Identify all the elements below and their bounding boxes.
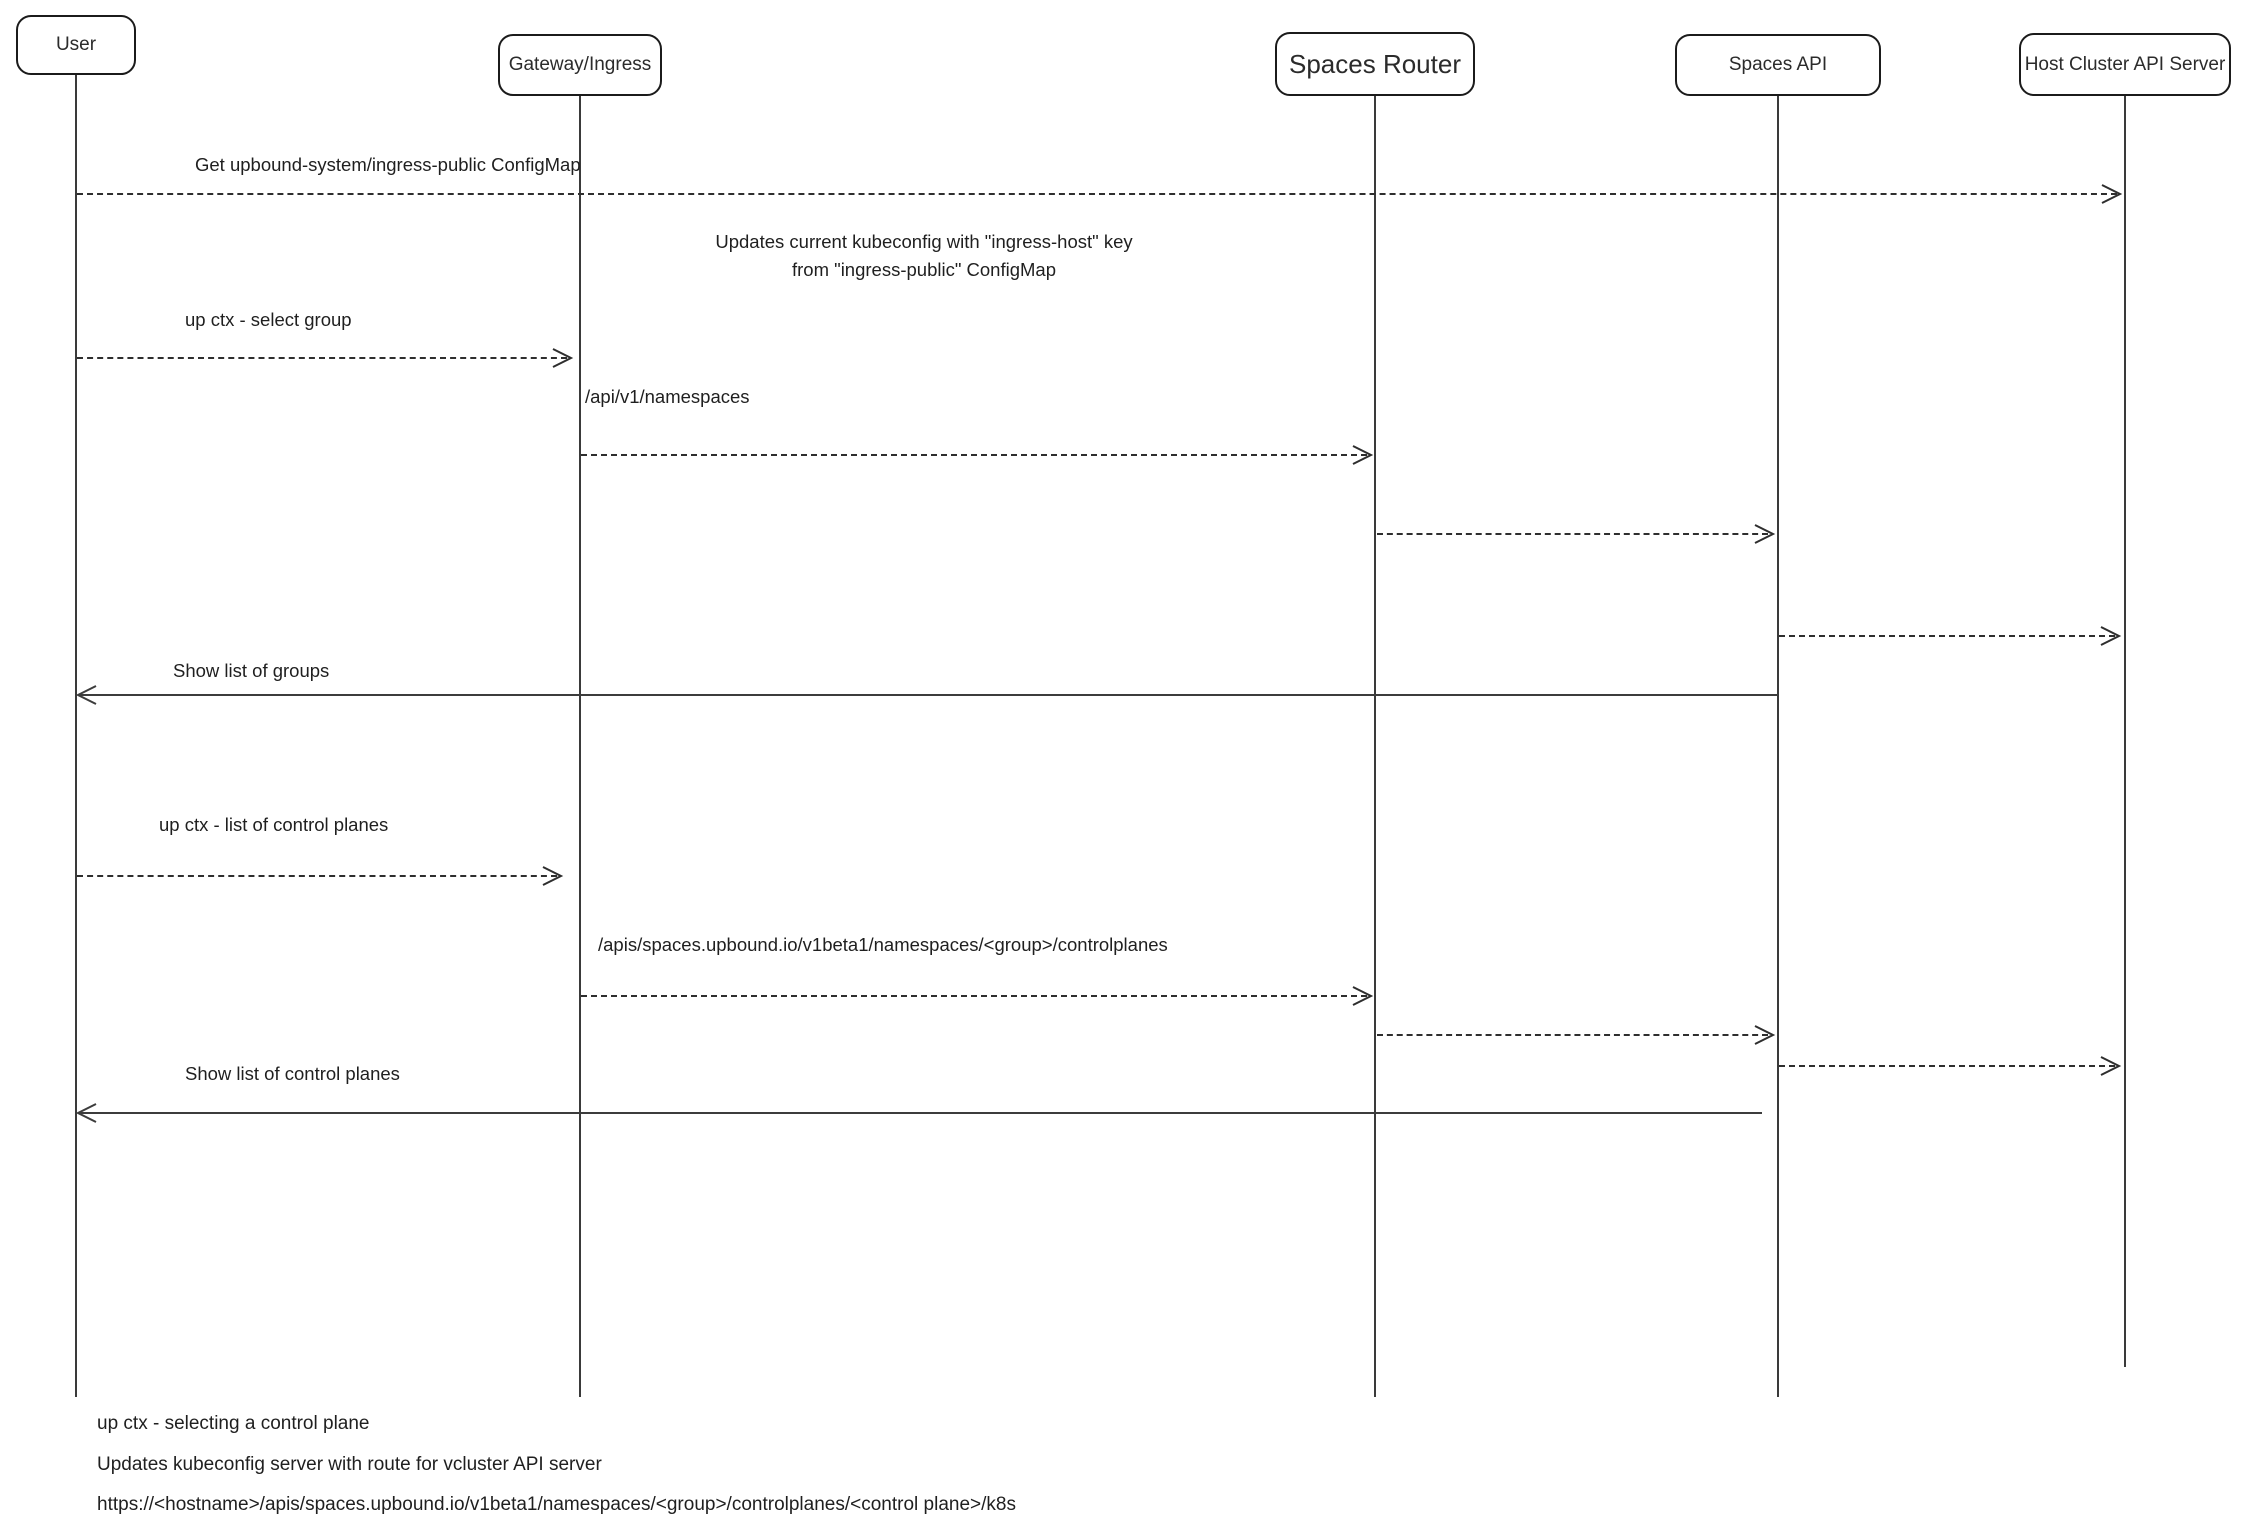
arrowhead-left-icon: [75, 685, 97, 705]
arrowhead-right-icon: [2100, 1056, 2122, 1076]
message-arrow-get-configmap: [77, 193, 2117, 195]
message-label-show-control-planes: Show list of control planes: [185, 1063, 400, 1084]
kubeconfig-update-note-line1: Updates current kubeconfig with "ingress…: [715, 231, 1133, 252]
message-label-get-configmap: Get upbound-system/ingress-public Config…: [195, 154, 581, 175]
lifeline-user: [75, 75, 77, 1397]
arrowhead-right-icon: [552, 348, 574, 368]
kubeconfig-update-note-line2: from "ingress-public" ConfigMap: [791, 259, 1056, 280]
message-label-list-control-planes: up ctx - list of control planes: [159, 814, 389, 835]
message-label-apis-controlplanes: /apis/spaces.upbound.io/v1beta1/namespac…: [598, 934, 1168, 955]
arrowhead-right-icon: [2100, 626, 2122, 646]
message-arrow-router-to-api-2: [1377, 1034, 1768, 1036]
lifeline-spaces-api: [1777, 96, 1779, 1397]
arrowhead-right-icon: [1754, 524, 1776, 544]
actor-spaces-api: Spaces API: [1675, 34, 1881, 96]
message-arrow-show-control-planes: [78, 1112, 1762, 1114]
actor-spaces-router: Spaces Router: [1275, 32, 1475, 96]
lifeline-gateway-ingress: [579, 96, 581, 1397]
arrowhead-right-icon: [2101, 184, 2123, 204]
actor-host-cluster-api-server-label: Host Cluster API Server: [2024, 53, 2226, 75]
actor-spaces-api-label: Spaces API: [1728, 54, 1828, 75]
actor-gateway-ingress-label: Gateway/Ingress: [508, 54, 652, 75]
message-arrow-show-groups: [78, 694, 1778, 696]
message-arrow-apis-controlplanes: [581, 995, 1367, 997]
arrowhead-right-icon: [1352, 986, 1374, 1006]
actor-user: User: [16, 15, 136, 75]
arrowhead-right-icon: [1754, 1025, 1776, 1045]
actor-spaces-router-label: Spaces Router: [1289, 48, 1461, 79]
arrowhead-right-icon: [542, 866, 564, 886]
footnote-controlplane-url: https://<hostname>/apis/spaces.upbound.i…: [97, 1494, 1016, 1515]
message-arrow-api-to-host: [1779, 635, 2115, 637]
footnote-selecting-control-plane: up ctx - selecting a control plane: [97, 1413, 370, 1434]
lifeline-host-cluster-api-server: [2124, 96, 2126, 1367]
actor-host-cluster-api-server: Host Cluster API Server: [2019, 33, 2231, 96]
message-arrow-select-group: [77, 357, 567, 359]
message-label-api-v1-namespaces: /api/v1/namespaces: [585, 386, 750, 407]
footnote-updates-kubeconfig: Updates kubeconfig server with route for…: [97, 1454, 602, 1475]
message-arrow-list-control-planes: [77, 875, 557, 877]
arrowhead-right-icon: [1352, 445, 1374, 465]
message-label-show-groups: Show list of groups: [173, 660, 330, 681]
message-arrow-api-to-host-2: [1779, 1065, 2115, 1067]
message-arrow-api-v1-namespaces: [581, 454, 1367, 456]
actor-user-label: User: [55, 34, 97, 55]
actor-gateway-ingress: Gateway/Ingress: [498, 34, 662, 96]
arrowhead-left-icon: [75, 1103, 97, 1123]
kubeconfig-update-note: Updates current kubeconfig with "ingress…: [674, 228, 1174, 284]
message-arrow-router-to-api: [1377, 533, 1768, 535]
lifeline-spaces-router: [1374, 96, 1376, 1397]
message-label-select-group: up ctx - select group: [185, 309, 352, 330]
